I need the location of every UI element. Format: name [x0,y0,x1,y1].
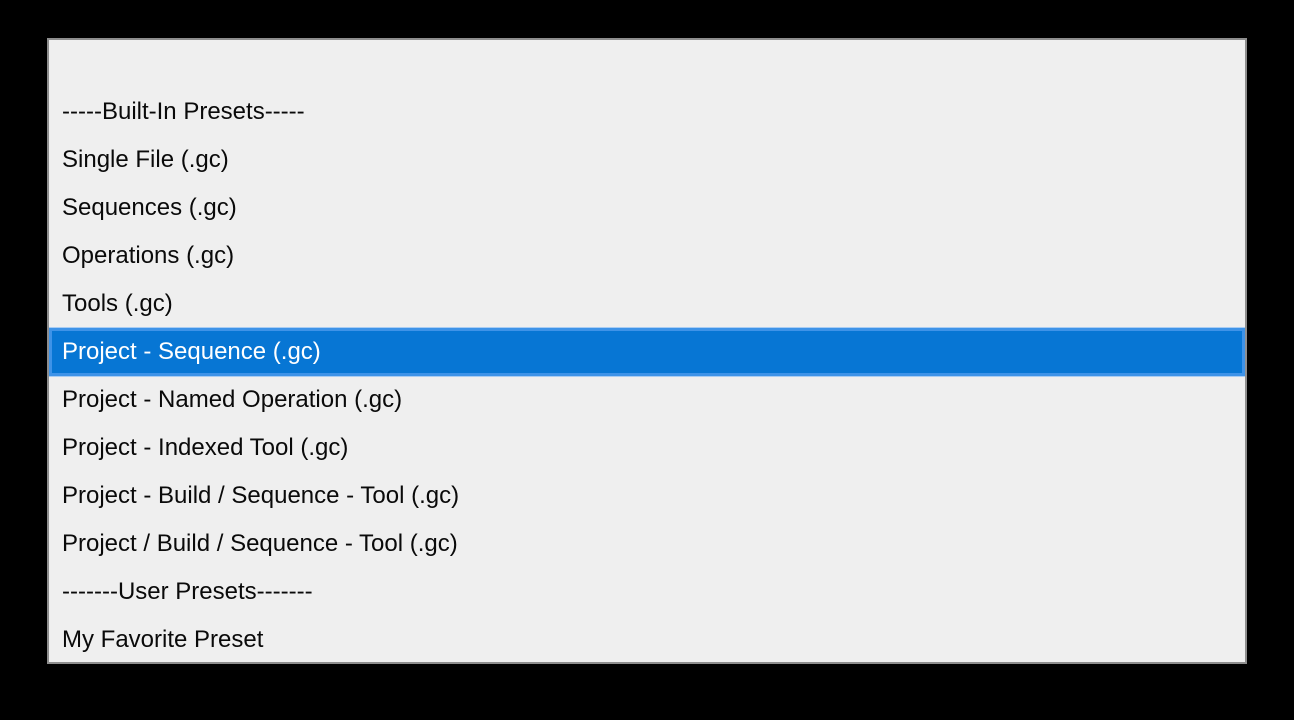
preset-dropdown-list[interactable]: -----Built-In Presets----- Single File (.… [47,38,1247,664]
preset-option[interactable]: Tools (.gc) [62,290,173,317]
preset-option[interactable]: Project - Build / Sequence - Tool (.gc) [62,482,460,509]
preset-option[interactable]: Project / Build / Sequence - Tool (.gc) [62,530,458,557]
preset-group-separator: -----Built-In Presets----- [62,98,305,125]
preset-option-selected[interactable]: Project - Sequence (.gc) [49,328,1245,376]
preset-option[interactable]: My Favorite Preset [62,626,264,653]
preset-option[interactable]: Single File (.gc) [62,146,229,173]
preset-option[interactable]: Sequences (.gc) [62,194,237,221]
preset-group-separator: -------User Presets------- [62,578,313,605]
preset-option[interactable]: Project - Named Operation (.gc) [62,386,403,413]
preset-option[interactable]: Project - Indexed Tool (.gc) [62,434,349,461]
preset-option[interactable]: Operations (.gc) [62,242,235,269]
